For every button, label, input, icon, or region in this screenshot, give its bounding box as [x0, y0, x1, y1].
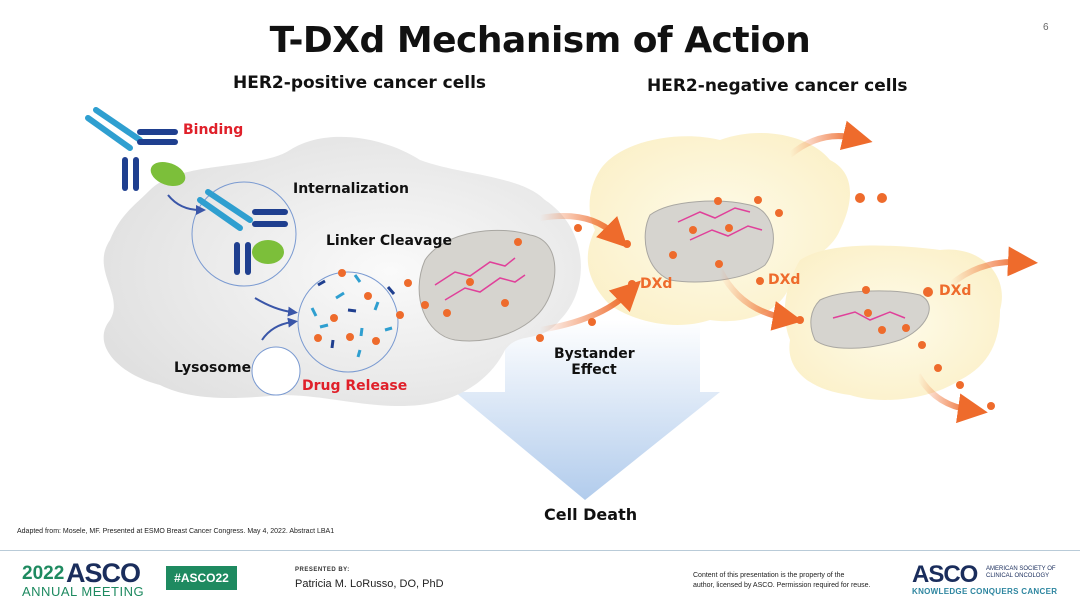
- her2-negative-heading: HER2-negative cancer cells: [647, 76, 908, 96]
- bystander-effect-label: Bystander Effect: [554, 346, 635, 378]
- presenter-name: Patricia M. LoRusso, DO, PhD: [295, 578, 444, 590]
- nucleus-negative-1: [644, 200, 774, 283]
- hashtag-badge: #ASCO22: [166, 566, 237, 590]
- cell-death-label: Cell Death: [544, 505, 638, 524]
- cell-death-arrow: [455, 320, 720, 500]
- internalization-vesicle: [191, 181, 297, 287]
- her2-positive-heading: HER2-positive cancer cells: [233, 73, 487, 93]
- nucleus-her2-positive: [418, 229, 556, 342]
- bystander-label-line2: Effect: [571, 362, 617, 378]
- copyright-notice: Content of this presentation is the prop…: [693, 571, 893, 591]
- binding-label: Binding: [183, 122, 244, 138]
- footer-divider: [0, 550, 1080, 551]
- meeting-name: ANNUAL MEETING: [22, 584, 145, 599]
- dna-strands: [434, 207, 906, 321]
- asco-full-name: AMERICAN SOCIETY OF CLINICAL ONCOLOGY: [986, 566, 1056, 580]
- mechanism-diagram: [85, 107, 1038, 500]
- payload-dots: [314, 193, 995, 410]
- bystander-label-line1: Bystander: [554, 346, 635, 362]
- lysosome: [251, 346, 301, 396]
- drug-release-vesicle: [297, 271, 399, 373]
- linker-cleavage-label: Linker Cleavage: [326, 233, 452, 249]
- copyright-line-1: Content of this presentation is the prop…: [693, 572, 845, 579]
- asco-logo: ASCO: [912, 561, 978, 588]
- slide-title: T-DXd Mechanism of Action: [269, 20, 811, 61]
- internalization-arrow: [167, 194, 206, 215]
- dxd-label-3: DXd: [939, 283, 972, 299]
- internalization-label: Internalization: [293, 181, 409, 197]
- cleavage-arrow-2: [261, 317, 298, 341]
- meeting-year: 2022: [22, 563, 65, 584]
- slide-number: 6: [1043, 22, 1049, 33]
- antibody-internalized-icon: [197, 189, 288, 275]
- citation: Adapted from: Mosele, MF. Presented at E…: [17, 528, 335, 535]
- lysosome-label: Lysosome: [174, 360, 252, 376]
- asco-tagline: KNOWLEDGE CONQUERS CANCER: [912, 587, 1058, 596]
- meeting-logo: ASCO: [66, 558, 141, 588]
- asco-full-name-line2: CLINICAL ONCOLOGY: [986, 573, 1050, 579]
- linker-fragments: [310, 274, 396, 358]
- bystander-arrows: [539, 120, 1038, 424]
- dxd-label-2: DXd: [768, 272, 801, 288]
- cleavage-arrow-1: [254, 297, 298, 317]
- antibody-binding-icon: [85, 107, 186, 191]
- copyright-line-2: author, licensed by ASCO. Permission req…: [693, 582, 871, 589]
- asco-full-name-line1: AMERICAN SOCIETY OF: [986, 566, 1056, 572]
- dxd-label-1: DXd: [640, 276, 673, 292]
- drug-release-label: Drug Release: [302, 378, 408, 394]
- presented-by-label: PRESENTED BY:: [295, 567, 350, 573]
